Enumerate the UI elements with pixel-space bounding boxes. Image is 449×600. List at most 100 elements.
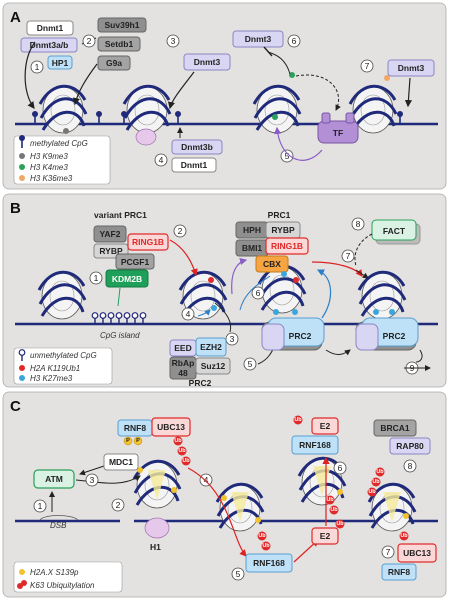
suv39h1-box — [97, 17, 147, 33]
yaf2-label: YAF2 — [100, 229, 121, 239]
prc2-mid-label: PRC2 — [289, 331, 312, 341]
h2ax-core — [148, 470, 166, 500]
panel-a-letter: A — [10, 9, 21, 26]
arrow-a1 — [24, 41, 36, 109]
ring1b-left-box — [127, 233, 169, 251]
svg-text:P: P — [126, 438, 130, 444]
eed-label: EED — [174, 343, 191, 353]
svg-text:Ub: Ub — [372, 479, 380, 485]
h2a-k119ub1-mark — [208, 277, 214, 283]
ub-chain: Ub Ub — [257, 531, 271, 551]
arrow-c2 — [75, 475, 141, 484]
ubc13-right-label: UBC13 — [403, 548, 431, 558]
legend-a-item: H3 K9me3 — [30, 152, 68, 161]
ubc13-box — [151, 417, 191, 437]
hph-label: HPH — [243, 225, 261, 235]
fact-box — [371, 219, 417, 241]
rybp-left-label: RYBP — [99, 246, 123, 256]
rybp-top-label: RYBP — [271, 225, 295, 235]
h3k9me3-mark — [63, 128, 69, 134]
dnmt3-label: Dnmt3 — [194, 57, 221, 67]
fact-label: FACT — [383, 226, 406, 236]
dnmt3b-bound-shape — [135, 128, 157, 146]
arrow-b8-head — [355, 269, 369, 279]
legend-b-item: H3 K27me3 — [30, 374, 73, 383]
step-badge: 1 — [89, 271, 103, 285]
svg-text:6: 6 — [256, 288, 261, 298]
rnf8-label: RNF8 — [124, 423, 146, 433]
dsb-bracket — [39, 515, 79, 521]
cbx-box — [255, 255, 289, 273]
setdb1-box — [97, 36, 141, 52]
h2ax-core — [383, 492, 401, 522]
svg-text:Ub: Ub — [336, 521, 344, 527]
panel-b: B CpG island variant PRC1 YAF2 RYBP RING… — [2, 193, 447, 388]
atm-label: ATM — [45, 474, 63, 484]
h2a-k119ub1-mark — [293, 277, 299, 283]
h2ax-s139p-mark — [171, 487, 177, 493]
step-badge: 4 — [199, 473, 213, 487]
svg-text:Ub: Ub — [400, 533, 408, 539]
dnmt3ab-label: Dnmt3a/b — [30, 40, 69, 50]
g9a-label: G9a — [106, 58, 122, 68]
dnmt3b-box — [171, 139, 223, 155]
svg-text:5: 5 — [285, 151, 290, 161]
svg-text:4: 4 — [186, 309, 191, 319]
inhibition-bar — [263, 46, 273, 57]
legend-b-item: H2A K119Ub1 — [30, 364, 80, 373]
step-badge: 2 — [82, 34, 96, 48]
rnf168-bottom-label: RNF168 — [253, 558, 285, 568]
svg-text:4: 4 — [159, 155, 164, 165]
phospho-mark: P — [133, 436, 143, 446]
legend-dot-icon — [19, 153, 25, 159]
svg-text:Ub: Ub — [294, 417, 302, 423]
svg-text:Ub: Ub — [262, 543, 270, 549]
dashed-arrow-b8 — [354, 233, 373, 267]
step-badge: 5 — [231, 567, 245, 581]
svg-text:2: 2 — [178, 226, 183, 236]
hp1-box — [47, 55, 73, 70]
svg-text:3: 3 — [171, 36, 176, 46]
rnf168-top-box — [291, 435, 339, 455]
e2-bottom-box — [311, 527, 339, 545]
h2ax-s139p-mark — [221, 495, 227, 501]
panel-c-letter: C — [10, 398, 21, 415]
svg-text:Ub: Ub — [178, 448, 186, 454]
dnmt3b-label: Dnmt3b — [181, 142, 213, 152]
ezh2-box — [195, 337, 227, 357]
legend-a-item: H3 K36me3 — [30, 174, 73, 183]
h3k27me3-mark — [389, 309, 395, 315]
kdm2b-label: KDM2B — [112, 274, 142, 284]
brca1-box — [373, 419, 417, 437]
suz12-box — [195, 357, 231, 375]
ub-chain: Ub Ub Ub — [173, 436, 191, 466]
connector-b3 — [214, 302, 232, 333]
h2ax-s139p-mark — [137, 467, 143, 473]
panel-b-letter: B — [10, 200, 21, 217]
legend-a-item: H3 K4me3 — [30, 163, 68, 172]
dnmt1-label: Dnmt1 — [37, 23, 64, 33]
kdm2b-box — [105, 269, 149, 288]
rnf168-top-label: RNF168 — [299, 440, 331, 450]
step-badge: 3 — [85, 473, 99, 487]
h3k27me3-mark — [211, 305, 217, 311]
rnf8-right-box — [381, 563, 417, 581]
mdc1-label: MDC1 — [109, 457, 133, 467]
prc2-right-label: PRC2 — [383, 331, 406, 341]
step-badge: 7 — [381, 545, 395, 559]
h2ax-s139p-mark — [337, 489, 343, 495]
svg-text:8: 8 — [408, 461, 413, 471]
dnmt1-box-lower — [171, 157, 217, 173]
panel-c: C DSB H1 ATM 1 2 3 MDC1 — [2, 391, 447, 598]
prc2-label: PRC2 — [189, 378, 212, 388]
ring1b-left-label: RING1B — [132, 237, 164, 247]
atm-box — [33, 469, 75, 489]
mdc1-box — [103, 453, 139, 471]
svg-text:7: 7 — [386, 547, 391, 557]
arrow-b-prc2 — [325, 349, 351, 356]
step-badge: 1 — [33, 499, 47, 513]
ub-mark: Ub — [293, 415, 303, 425]
h3k4me3-mark — [289, 72, 295, 78]
